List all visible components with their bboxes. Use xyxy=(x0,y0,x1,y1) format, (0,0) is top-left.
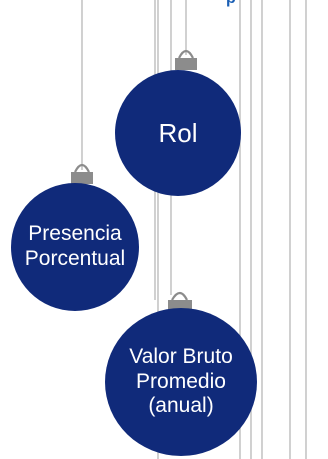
ornament-label: Presencia Porcentual xyxy=(24,222,126,270)
ornament-label: Rol xyxy=(158,117,198,148)
ornament-presencia: Presencia Porcentual xyxy=(11,183,139,311)
ornament-label: Valor Bruto Promedio (anual) xyxy=(129,344,233,418)
ornament-cap-presencia xyxy=(71,163,93,184)
hook-icon xyxy=(178,49,194,59)
ornament-rol: Rol xyxy=(115,70,241,196)
hook-icon xyxy=(74,163,90,173)
ornament-valor: Valor Bruto Promedio (anual) xyxy=(105,308,257,456)
hook-icon xyxy=(171,291,188,301)
ornament-cap-rol xyxy=(175,49,197,70)
